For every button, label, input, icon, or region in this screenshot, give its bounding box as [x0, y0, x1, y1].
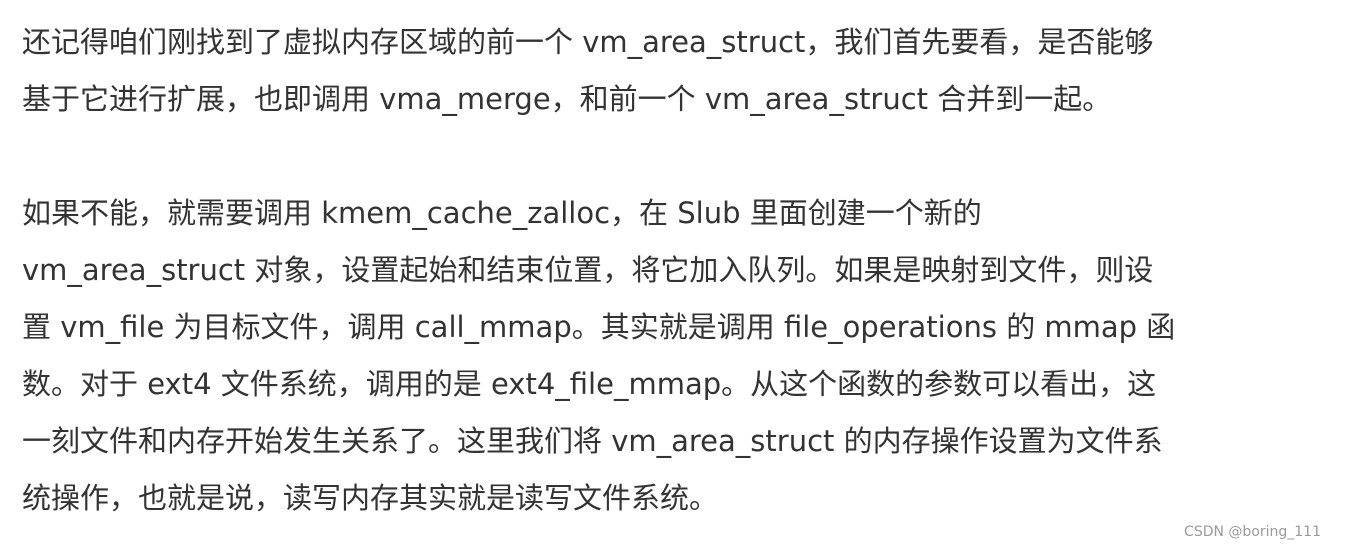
text-line: 一刻文件和内存开始发生关系了。这里我们将 vm_area_struct 的内存操… [22, 424, 1163, 458]
paragraph-spacer [22, 128, 1322, 185]
paragraph-2: 如果不能，就需要调用 kmem_cache_zalloc，在 Slub 里面创建… [22, 185, 1322, 527]
text-line: 基于它进行扩展，也即调用 vma_merge，和前一个 vm_area_stru… [22, 82, 1112, 116]
paragraph-1: 还记得咱们刚找到了虚拟内存区域的前一个 vm_area_struct，我们首先要… [22, 14, 1322, 128]
text-line: vm_area_struct 对象，设置起始和结束位置，将它加入队列。如果是映射… [22, 253, 1154, 287]
text-line: 置 vm_file 为目标文件，调用 call_mmap。其实就是调用 file… [22, 310, 1176, 344]
csdn-watermark: CSDN @boring_111 [1184, 524, 1321, 540]
text-line: 如果不能，就需要调用 kmem_cache_zalloc，在 Slub 里面创建… [22, 196, 982, 230]
text-line: 还记得咱们刚找到了虚拟内存区域的前一个 vm_area_struct，我们首先要… [22, 25, 1154, 59]
text-line: 数。对于 ext4 文件系统，调用的是 ext4_file_mmap。从这个函数… [22, 367, 1157, 401]
text-line: 统操作，也就是说，读写内存其实就是读写文件系统。 [22, 481, 719, 515]
article-body: 还记得咱们刚找到了虚拟内存区域的前一个 vm_area_struct，我们首先要… [22, 14, 1322, 527]
